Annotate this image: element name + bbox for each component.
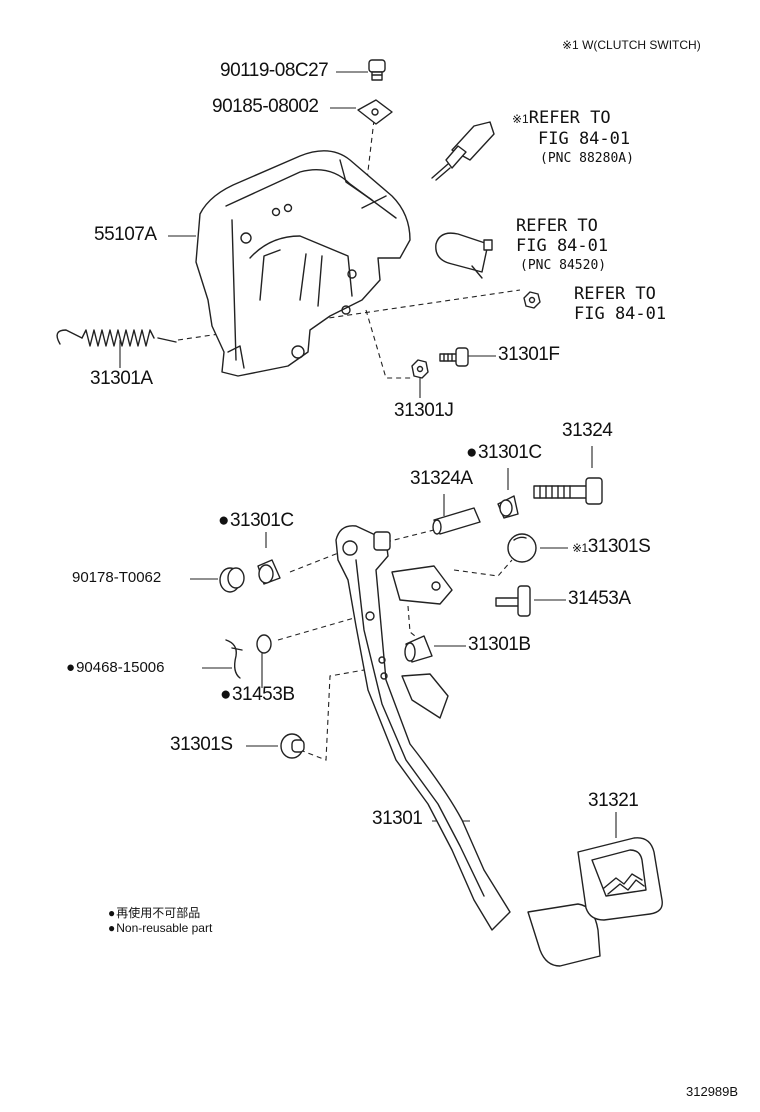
ball-31301S-icon [507, 533, 537, 563]
part-label-90185-08002: 90185-08002 [212, 96, 319, 117]
part-label-31301S-stopper: 31301S [170, 734, 233, 755]
clutch-switch-icon [431, 121, 495, 181]
part-label-31324A: 31324A [410, 468, 473, 489]
part-label-31321: 31321 [588, 790, 639, 811]
reference-1-line2: FIG 84-01 [538, 129, 631, 149]
clip-nut-90185-icon [357, 99, 393, 125]
part-label-31301S-ball: ※131301S [572, 536, 651, 558]
pedal-pad-icon [577, 837, 663, 921]
reference-1-pnc: (PNC 88280A) [540, 151, 634, 166]
part-label-31301C-top: 31301C [466, 442, 542, 464]
reference-2-pnc: (PNC 84520) [520, 258, 607, 273]
bushing-31301C-top-icon [497, 495, 519, 519]
part-label-31301A: 31301A [90, 368, 153, 389]
bushing-31301C-left-icon [257, 559, 281, 585]
collar-31324A-icon [432, 507, 481, 535]
return-spring-icon [56, 329, 177, 347]
bolt-90119-icon [368, 59, 386, 81]
reference-mark-ball: ※1 [572, 541, 588, 555]
legend: 再使用不可部品 Non-reusable part [108, 904, 212, 935]
part-label-31324: 31324 [562, 420, 613, 441]
legend-line-english: Non-reusable part [108, 921, 212, 935]
bolt-31301F-icon [439, 347, 469, 367]
part-label-31301: 31301 [372, 808, 423, 829]
nut-90178-icon [219, 567, 245, 593]
reference-nut: REFER TO FIG 84-01 [574, 284, 666, 324]
pedal-bracket-icon [195, 150, 411, 377]
clutch-switch-note: ※1 W(CLUTCH SWITCH) [562, 38, 701, 52]
legend-line-japanese: 再使用不可部品 [108, 904, 212, 921]
part-number-31301S-ball: 31301S [587, 536, 651, 557]
part-label-55107A: 55107A [94, 224, 157, 245]
figure-id: 312989B [686, 1084, 739, 1099]
clip-90468-icon [225, 639, 243, 679]
reference-3-line1: REFER TO [574, 284, 656, 304]
reference-3-line2: FIG 84-01 [574, 304, 667, 324]
reference-2-line2: FIG 84-01 [516, 236, 609, 256]
part-label-31453A: 31453A [568, 588, 631, 609]
bolt-31324-icon [533, 477, 603, 505]
part-label-31301F: 31301F [498, 344, 560, 365]
part-label-90468-15006: 90468-15006 [66, 659, 164, 676]
brake-pedal-arm-icon [335, 525, 601, 967]
reference-sensor: REFER TO FIG 84-01 (PNC 84520) [516, 216, 608, 276]
stopper-31301S-icon [280, 733, 305, 759]
reference-mark-clutch: ※1 [512, 112, 529, 126]
part-label-31453B: 31453B [220, 684, 295, 706]
stopper-31301B-icon [404, 635, 433, 663]
reference-clutch-switch: ※1REFER TO FIG 84-01 (PNC 88280A) [512, 108, 634, 169]
reference-1-line1: REFER TO [528, 108, 611, 128]
part-label-90119-08C27: 90119-08C27 [220, 60, 329, 81]
hex-nut-icon [523, 291, 541, 309]
nut-31301J-icon [411, 359, 429, 379]
part-label-31301J: 31301J [394, 400, 454, 421]
part-label-90178-T0062: 90178-T0062 [72, 569, 162, 586]
reference-2-line1: REFER TO [516, 216, 598, 236]
pedal-sensor-icon [435, 232, 493, 279]
pin-31453A-icon [495, 585, 531, 617]
part-label-31301B: 31301B [468, 634, 531, 655]
part-label-31301C-left: 31301C [218, 510, 294, 532]
bush-31453B-icon [256, 634, 272, 654]
